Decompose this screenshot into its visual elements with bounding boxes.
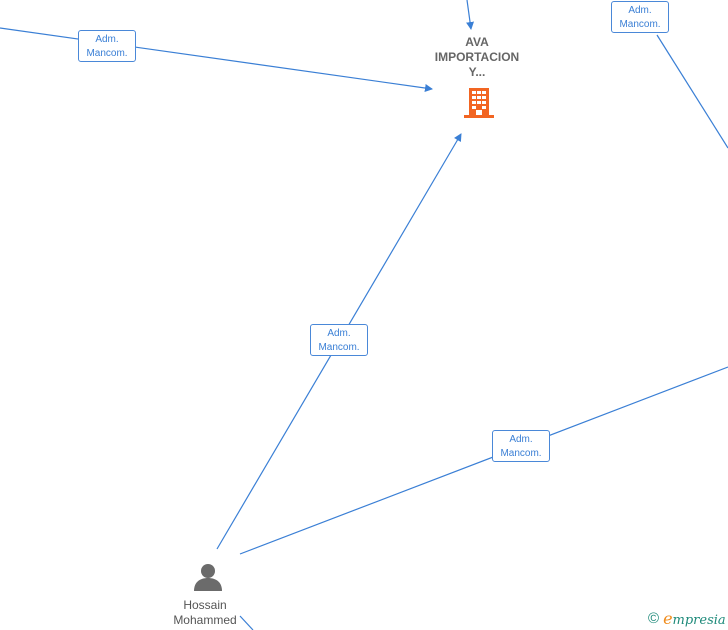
copyright-icon: © <box>648 610 660 627</box>
edge-label-role: Adm. <box>95 34 119 45</box>
edge-label-top-right[interactable]: Adm. Mancom. <box>611 1 669 33</box>
edge-label-role: Adm. <box>509 434 533 445</box>
edge-left-to-company <box>0 27 433 92</box>
brand-initial: e <box>663 609 673 628</box>
edge-top-incoming <box>466 0 475 30</box>
person-icon[interactable] <box>193 562 223 592</box>
edge-label-type: Mancom. <box>619 19 661 30</box>
edge-top-right <box>656 34 728 149</box>
edge-person-bottom <box>239 615 254 630</box>
edge-label-role: Adm. <box>628 5 652 16</box>
company-name-line: AVA <box>465 35 489 49</box>
company-name-line: Y... <box>468 65 486 79</box>
edge-label-role: Adm. <box>327 328 351 339</box>
edge-label-right[interactable]: Adm. Mancom. <box>492 430 550 462</box>
building-icon[interactable] <box>464 86 494 120</box>
person-name-line: Mohammed <box>173 613 237 627</box>
brand-watermark: © empresia <box>648 609 726 628</box>
edge-person-to-right <box>239 366 728 555</box>
edge-label-type: Mancom. <box>86 48 128 59</box>
edge-label-center[interactable]: Adm. Mancom. <box>310 324 368 356</box>
person-name-line: Hossain <box>183 598 227 612</box>
brand-logo: empresia <box>663 609 726 628</box>
edge-label-type: Mancom. <box>318 342 360 353</box>
brand-rest: mpresia <box>672 613 726 628</box>
company-node-label[interactable]: AVA IMPORTACION Y... <box>422 35 532 80</box>
edge-label-type: Mancom. <box>500 448 542 459</box>
company-name-line: IMPORTACION <box>434 50 520 64</box>
edge-label-left[interactable]: Adm. Mancom. <box>78 30 136 62</box>
person-node-label[interactable]: Hossain Mohammed <box>150 598 260 628</box>
